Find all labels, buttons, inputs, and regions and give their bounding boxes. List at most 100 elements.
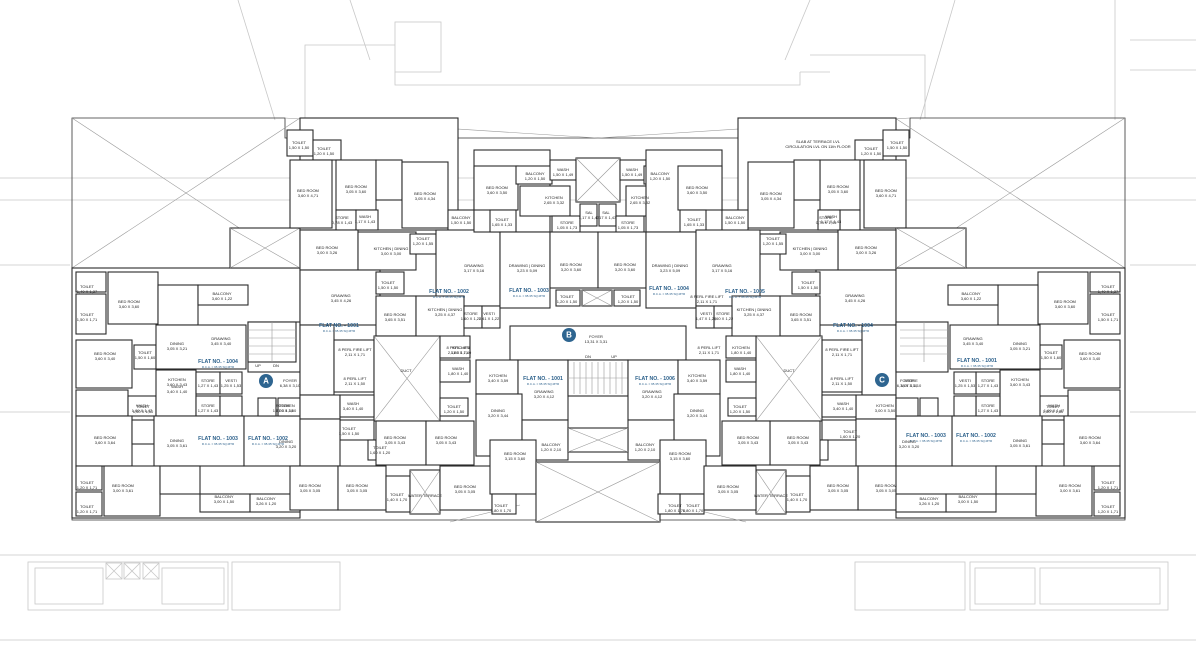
room-name: BED ROOM (614, 262, 636, 267)
room-dimensions: 1,27 X 1,43 (978, 408, 999, 413)
stair-down-label: DN (585, 354, 591, 359)
room-name: BED ROOM (94, 435, 116, 440)
room-name: BED ROOM (297, 188, 319, 193)
room-dimensions: 3,05 X 3,61 (1010, 443, 1031, 448)
room-name: VESTI (700, 311, 712, 316)
room-dimensions: 3,60 X 3,40 (1080, 356, 1101, 361)
room-dimensions: 1,65 X 1,33 (492, 222, 513, 227)
room-dimensions: 1,05 X 1,73 (557, 225, 578, 230)
room-dimensions: 3,26 X 1,20 (919, 501, 940, 506)
room-name: BALCONY (451, 215, 470, 220)
room-dimensions: 1,27 X 1,43 (198, 383, 219, 388)
room-name: TOILET (80, 504, 94, 509)
room-dimensions: 3,25 X 4,37 (435, 312, 456, 317)
room-name: KITCHEN | DINING (428, 307, 463, 312)
room-dimensions: 1,69 X 1,47 (1044, 408, 1065, 413)
room-name: TOILET (733, 404, 747, 409)
room-dimensions: 3,05 X 3,61 (167, 443, 188, 448)
flat-number: FLAT NO. - 1006 (635, 376, 675, 382)
room-dimensions: 3,23 X 5,09 (660, 268, 681, 273)
room-dimensions: 1,80 X 1,40 (451, 350, 472, 355)
room-name: TOILET (494, 503, 508, 508)
flat-area: R.C.A. = 95.35 SQ.MTR (961, 364, 994, 368)
room-name: WATER TERRACE (408, 493, 442, 498)
room-name: 8 PERL LIFT (831, 376, 855, 381)
room-dimensions: 3,05 X 3,05 (876, 488, 897, 493)
room-dimensions: 1,50 X 1,71 (77, 317, 98, 322)
room-name: TOILET (80, 312, 94, 317)
room-dimensions: 3,20 X 4,12 (534, 394, 555, 399)
room-dimensions: 3,05 X 3,05 (455, 489, 476, 494)
room-name: KITCHEN (1011, 377, 1029, 382)
room-dimensions: 3,65 X 3,51 (385, 317, 406, 322)
room-dimensions: 3,40 X 1,40 (167, 389, 188, 394)
room-dimensions: 3,45 X 4,26 (845, 298, 866, 303)
room-label: WATER TERRACE (408, 493, 442, 498)
room-name: DRAWING (464, 263, 483, 268)
room-dimensions: 1,17 X 1,43 (821, 219, 842, 224)
wing-marker-b: B (562, 328, 576, 342)
room-name: BED ROOM (1054, 299, 1076, 304)
room-dimensions: 6,38 X 3,10 (897, 383, 918, 388)
wing-marker-a: A (259, 374, 273, 388)
room-name: DRAWING (642, 389, 661, 394)
flat-area: R.C.A. = 95.35 SQ.MTR (527, 382, 560, 386)
room-dimensions: 13,31 X 3,31 (585, 339, 608, 344)
room-name: TOILET (668, 503, 682, 508)
room-dimensions: 3,05 X 3,21 (1010, 346, 1031, 351)
room-name: FOYER (283, 378, 297, 383)
room-dimensions: 1,20 X 2,10 (635, 447, 656, 452)
room-dimensions: 1,20 X 1,50 (730, 409, 751, 414)
room-name: BED ROOM (669, 451, 691, 456)
room-name: 8 PERL LIFT (447, 345, 471, 350)
room-dimensions: 3,05 X 3,05 (300, 488, 321, 493)
room-name: TOILET (416, 236, 430, 241)
room-dimensions: 1,07 X 1,10 (901, 383, 922, 388)
